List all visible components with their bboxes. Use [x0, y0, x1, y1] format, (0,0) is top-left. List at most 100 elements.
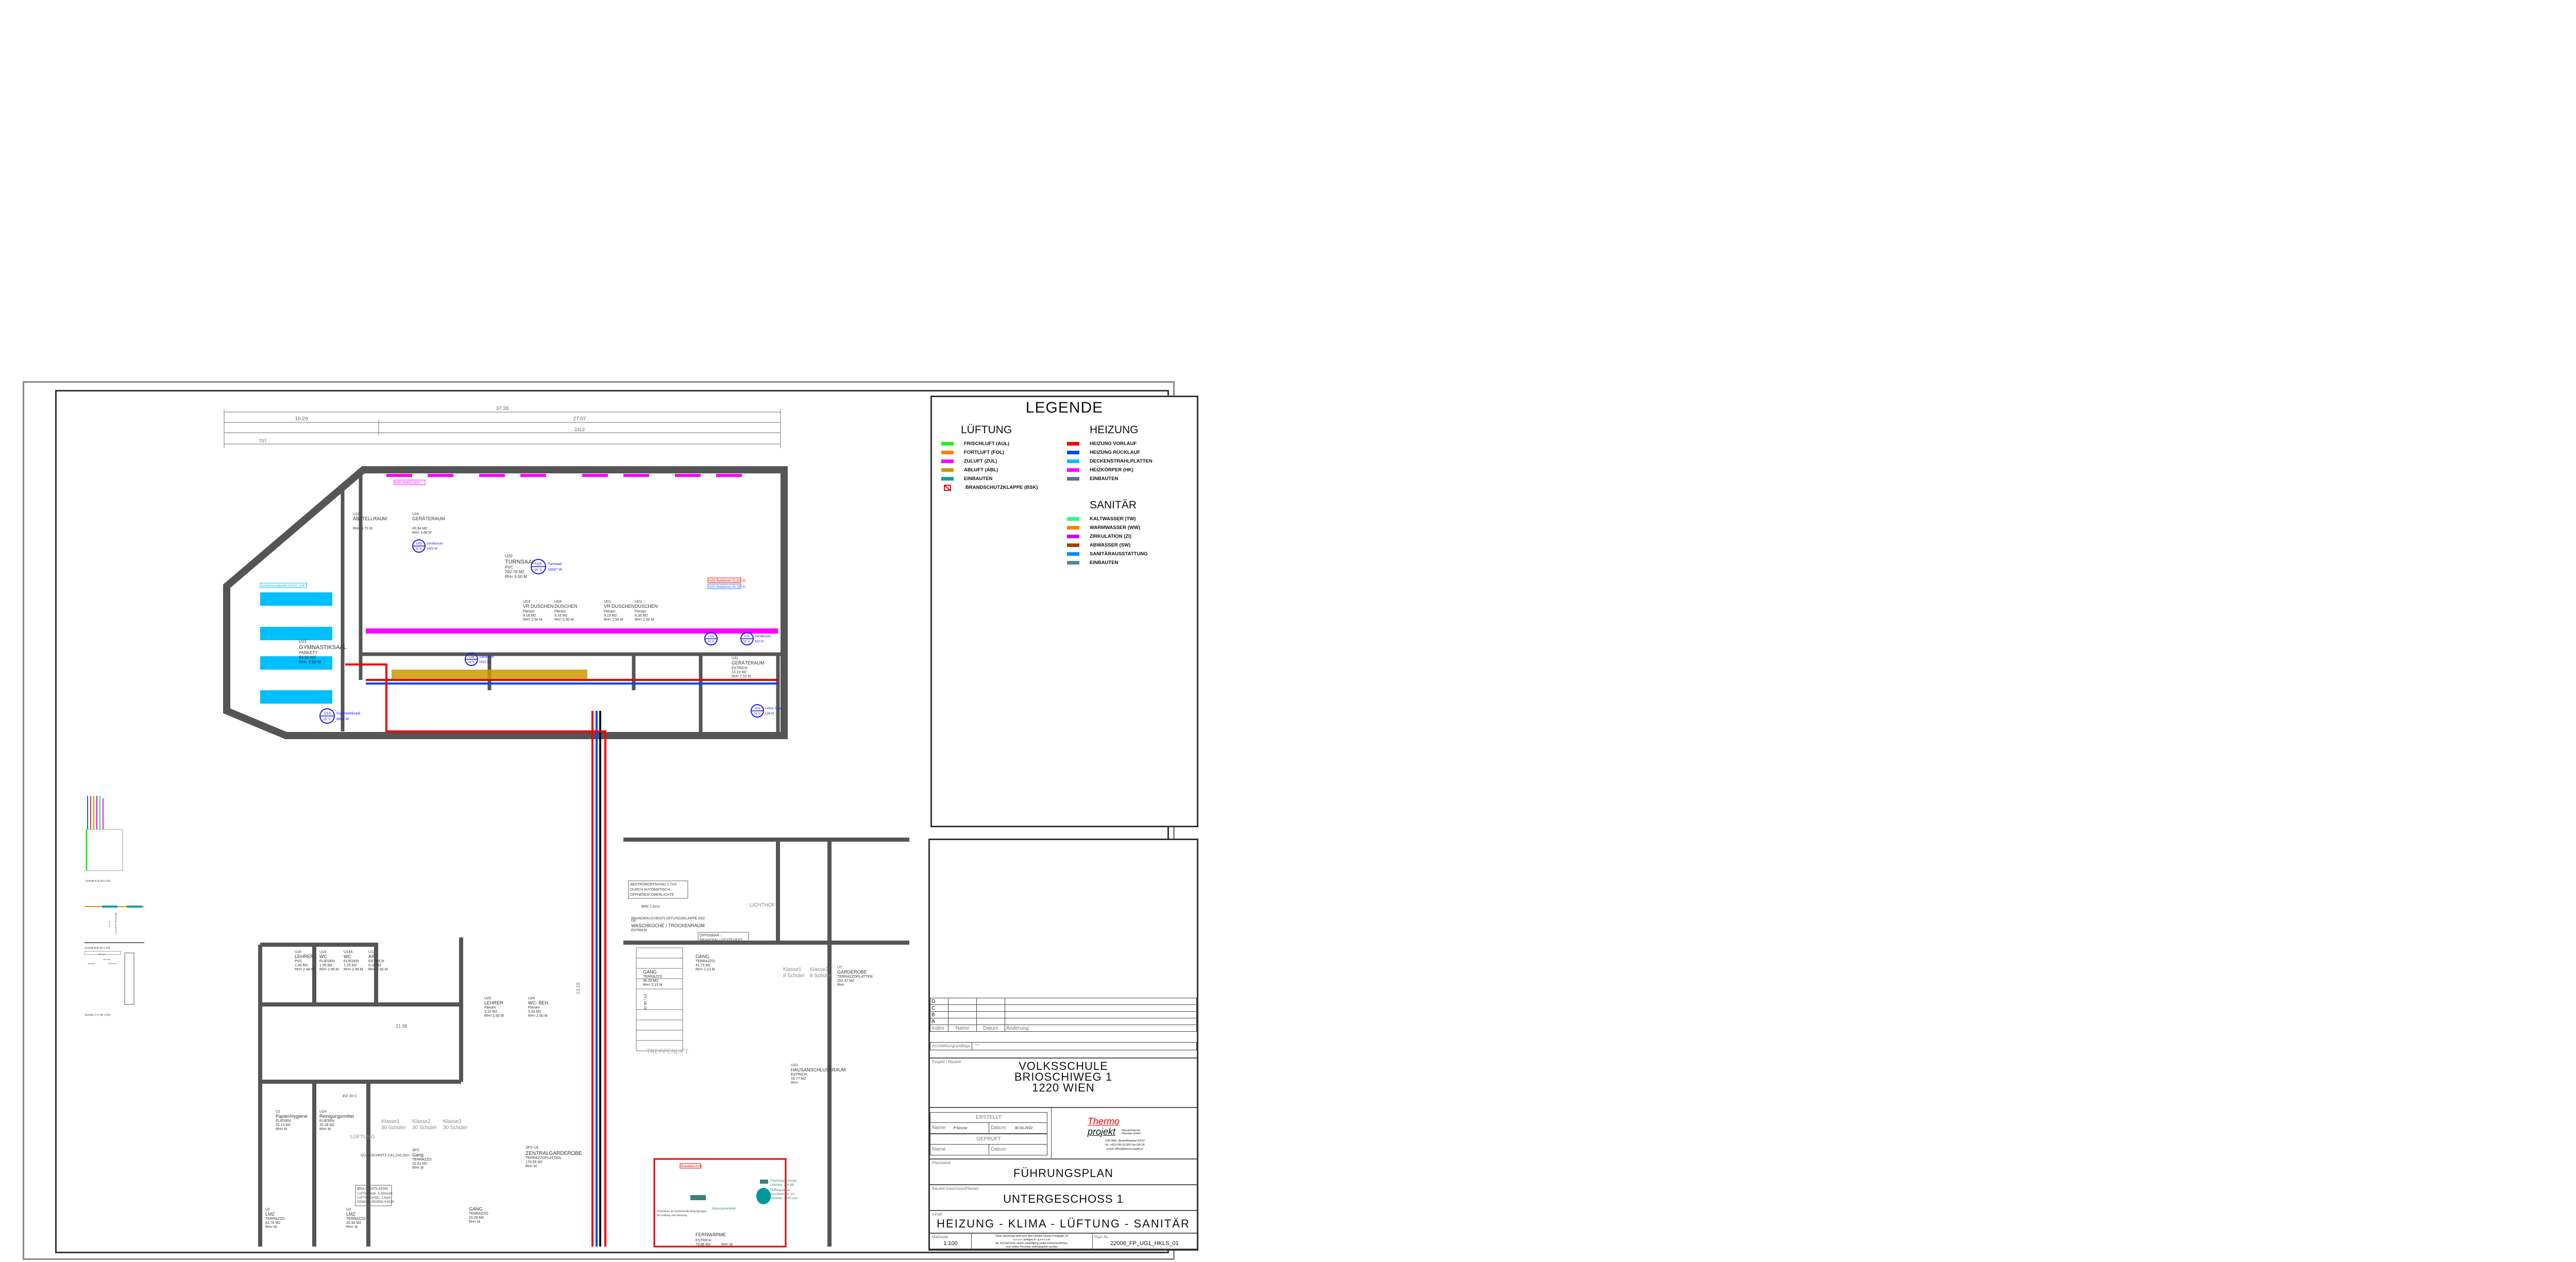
svg-text:RH= 2.92 M: RH= 2.92 M: [368, 968, 388, 971]
svg-text:LMZ: LMZ: [346, 1212, 356, 1217]
supply-air-duct: [366, 628, 778, 634]
heating-distributor: [690, 1195, 706, 1200]
svg-text:HZG Radiatoren VL DN 32: HZG Radiatoren VL DN 32: [709, 579, 746, 583]
svg-text:Klasse1: Klasse1: [381, 1119, 400, 1124]
svg-text:5.33 M2: 5.33 M2: [528, 1010, 541, 1014]
svg-text:41.76 M2: 41.76 M2: [265, 1221, 280, 1225]
legend-item: KALTWASSER (TW): [1067, 515, 1148, 523]
scale-row: Maßstab 1:100 Diese Zeichnung stellt nac…: [930, 1233, 1197, 1250]
svg-text:U14A: U14A: [344, 950, 353, 954]
svg-text:GANG: GANG: [469, 1206, 483, 1212]
heat-tag: U25 24 °C: [704, 632, 718, 645]
project-line: BRIOSCHIWEG 1: [1014, 1070, 1113, 1083]
svg-text:Klasse1: Klasse1: [783, 967, 802, 973]
color-swatch: [1067, 451, 1079, 454]
svg-text:HAUSANSCHLUSSRAUM: HAUSANSCHLUSSRAUM: [791, 1067, 846, 1072]
ceiling-panel-tag: Deckenstrahlplatte 10/100 - 3/4": [260, 583, 307, 588]
legend-item: FRISCHLUFT (AUL): [941, 439, 1038, 448]
svg-text:202.37 M2: 202.37 M2: [837, 979, 854, 983]
svg-text:ABSTELLRAUM: ABSTELLRAUM: [353, 516, 387, 521]
svg-text:RH= 2.52 M: RH= 2.52 M: [732, 675, 751, 678]
svg-text:FERNWÄRME: FERNWÄRME: [696, 1232, 726, 1237]
color-swatch: [941, 459, 954, 463]
drawing-frame: 37.36 10.29 27.07 2412 707: [55, 390, 1198, 1253]
svg-text:18 °C: 18 °C: [534, 569, 543, 572]
svg-text:Fliesen: Fliesen: [528, 1006, 540, 1010]
annotation-boxes: ABSTRÖMÖFFNUNG 0,7m2 DURCH AUTOMATISCH Ö…: [343, 880, 798, 1217]
legend-title: LEGENDE: [1025, 399, 1104, 416]
svg-text:ESTRICH: ESTRICH: [631, 929, 647, 932]
svg-text:Anschluss an bestehende Regelg: Anschluss an bestehende Regelgruppe: [657, 1210, 706, 1213]
svg-text:ESTRICH: ESTRICH: [696, 1239, 711, 1242]
svg-text:1.45 M2: 1.45 M2: [295, 964, 308, 967]
pipe-tag: HZG Radiatoren VL DN 32 HZG Radiatoren R…: [707, 577, 746, 589]
svg-text:Reinigungsmittel: Reinigungsmittel: [319, 1114, 354, 1119]
svg-text:LEHRER: LEHRER: [484, 1000, 503, 1005]
svg-text:LUFTMENGE: 5.200m3/h: LUFTMENGE: 5.200m3/h: [357, 1192, 393, 1196]
svg-text:QUERSCHNITT CA1,2x0,25m: QUERSCHNITT CA1,2x0,25m: [361, 1154, 410, 1157]
svg-text:Geräteraum: Geräteraum: [755, 635, 771, 638]
color-swatch: [1067, 442, 1079, 446]
svg-text:9.33 M2: 9.33 M2: [554, 614, 567, 618]
legend-item: EINBAUTEN: [1067, 474, 1153, 483]
svg-text:U2: U2: [265, 1208, 270, 1212]
legend-lueftung: LÜFTUNG FRISCHLUFT (AUL) FORTLUFT (FOL) …: [941, 424, 1038, 492]
floor-name: UNTERGESCHOSS 1: [1003, 1192, 1124, 1205]
svg-text:U14: U14: [319, 950, 326, 954]
svg-text:U28: U28: [468, 656, 474, 659]
color-swatch: [941, 451, 954, 454]
color-swatch: [1067, 535, 1079, 538]
svg-text:U13: U13: [299, 639, 307, 644]
svg-text:Fliesen: Fliesen: [604, 610, 616, 613]
fire-compartment-line: [345, 663, 606, 1247]
svg-text:LICHTHOF: LICHTHOF: [750, 902, 775, 908]
svg-text:RH= 2.13 M: RH= 2.13 M: [696, 968, 715, 971]
table-row: B: [930, 1011, 1197, 1018]
svg-text:TERRAZZO: TERRAZZO: [412, 1158, 432, 1162]
copyright-note: Diese Zeichnung stellt nach dem Urheber …: [971, 1234, 1093, 1250]
svg-text:Frischwassermodul: Frischwassermodul: [770, 1180, 797, 1183]
legend-item: ZIRKULATION (ZI): [1067, 532, 1148, 541]
svg-text:U3: U3: [346, 1208, 351, 1212]
svg-text:GEMÄSS ÖNORM H-6029: GEMÄSS ÖNORM H-6029: [357, 1200, 394, 1204]
svg-text:U31: U31: [732, 657, 738, 660]
heat-tag: U20 18 °C Turnsaal 18337 W: [531, 559, 562, 574]
svg-text:1603 W: 1603 W: [427, 548, 437, 551]
svg-text:U12: U12: [368, 950, 375, 954]
section-aa: Schnitt A-A (M 1:50): [86, 796, 123, 883]
legend-sanitaer: SANITÄR KALTWASSER (TW) WARMWASSER (WW) …: [1067, 499, 1148, 567]
svg-text:ZENTRALGARDEROBE: ZENTRALGARDEROBE: [526, 1151, 582, 1156]
svg-text:FLIESEN: FLIESEN: [276, 1119, 291, 1123]
svg-text:WASCHKÜCHE / TROCKENRAUM: WASCHKÜCHE / TROCKENRAUM: [631, 923, 705, 928]
color-swatch: [1067, 459, 1079, 463]
svg-text:U02: U02: [754, 707, 760, 710]
svg-text:Heizungsverteiler: Heizungsverteiler: [712, 1207, 736, 1210]
svg-text:9.35 M2: 9.35 M2: [635, 614, 648, 618]
svg-text:20.94 M2: 20.94 M2: [346, 1221, 361, 1225]
svg-text:Pufferspeicher: Pufferspeicher: [770, 1189, 790, 1192]
svg-text:Schnitt C-C (M 1:50): Schnitt C-C (M 1:50): [84, 1014, 110, 1017]
svg-text:TERRAZZO: TERRAZZO: [265, 1217, 285, 1221]
staircase: [636, 947, 683, 1051]
svg-text:RH= 5.50 M: RH= 5.50 M: [505, 574, 527, 579]
svg-text:20 °C: 20 °C: [416, 548, 422, 551]
fresh-water-module: [760, 1180, 768, 1184]
svg-text:20 °C: 20 °C: [323, 718, 331, 721]
color-swatch: [1067, 543, 1079, 547]
legend-item: SANITÄRAUSSTATTUNG: [1067, 550, 1148, 558]
drawing-sheet: 37.36 10.29 27.07 2412 707: [23, 381, 1198, 1260]
svg-text:45.94 M2: 45.94 M2: [412, 527, 427, 531]
svg-text:20 °C: 20 °C: [744, 640, 751, 643]
svg-text:24 °C: 24 °C: [468, 661, 475, 664]
svg-text:U24: U24: [528, 997, 535, 1000]
svg-text:Brandabschnitt: Brandabschnitt: [681, 1165, 702, 1168]
svg-text:9.18 M2: 9.18 M2: [523, 614, 536, 618]
svg-text:DUSCHEN: DUSCHEN: [635, 604, 658, 609]
svg-text:18.77 M2: 18.77 M2: [791, 1077, 806, 1081]
company-name-bottom: projekt: [1088, 1127, 1116, 1137]
